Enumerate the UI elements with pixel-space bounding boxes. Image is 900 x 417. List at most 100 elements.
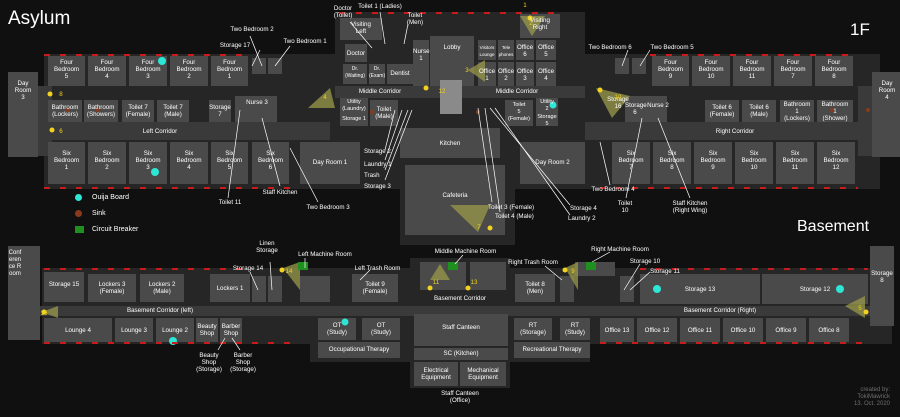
left-corridor-floor (38, 122, 330, 140)
label-office-13: Office 13 (604, 327, 630, 334)
label-lounge-4: Lounge 4 (65, 327, 91, 334)
label-toilet-male: Toilet (Male) (375, 106, 393, 120)
callout-two-bedroom-3: Two Bedroom 3 (306, 204, 350, 211)
label-four-bedroom-4: Four Bedroom 4 (94, 59, 120, 80)
callout-lines-basement (217, 251, 651, 351)
label-lockers-2: Lockers 2 (Male) (148, 281, 176, 295)
label-storage-6: Storage 6 (625, 102, 647, 116)
marker-4: 4 (323, 94, 327, 101)
label-basement-corridor: Basement Corridor (434, 295, 486, 302)
label-four-bedroom-2: Four Bedroom 2 (176, 59, 202, 80)
marker-15: 15 (40, 310, 48, 317)
label-left-corridor: Left Corridor (142, 128, 178, 135)
marker-12: 12 (438, 88, 446, 95)
callout-storage-16: Storage 16 (607, 96, 629, 110)
label-cafeteria: Cafeteria (442, 192, 468, 199)
label-day-room-1: Day Room 1 (312, 159, 348, 166)
ouija-board-icons (151, 57, 844, 345)
label-six-bedroom-7: Six Bedroom 7 (618, 150, 644, 171)
label-day-room-4: Day Room 4 (878, 80, 896, 101)
callout-two-bedroom-5: Two Bedroom 5 (650, 44, 694, 51)
callout-toilet-3-female: Toilet 3 (Female) (488, 204, 535, 211)
label-four-bedroom-5: Four Bedroom 5 (53, 59, 80, 80)
floor-label-1f: 1F (850, 20, 870, 39)
label-toilet-6-male: Toilet 6 (Male) (749, 104, 769, 118)
label-office-9: Office 9 (775, 327, 797, 334)
floor-label-basement: Basement (797, 218, 870, 235)
callout-storage-4: Storage 4 (570, 205, 597, 212)
label-lockers-1: Lockers 1 (216, 285, 244, 292)
legend-ouija: Ouija Board (92, 194, 129, 201)
label-bathroom-1-lockers: Bathroom 1 (Lockers) (783, 101, 811, 122)
label-toilet-5-female: Toilet 5 (Female) (507, 102, 530, 122)
label-occupational-therapy: Occupational Therapy (328, 346, 390, 353)
callout-barber-shop-storage: Barber Shop (Storage) (230, 352, 256, 373)
label-storage-5: Storage 5 (537, 114, 557, 127)
room-storage-8 (870, 246, 894, 326)
callout-laundry-2: Laundry 2 (568, 215, 596, 222)
label-lounge-3: Lounge 3 (121, 327, 147, 334)
label-six-bedroom-5: Six Bedroom 5 (216, 150, 243, 171)
marker-1: 1 (523, 2, 527, 9)
label-conference-room: Conference Room (8, 250, 22, 277)
label-nurse-2: Nurse 2 (647, 102, 669, 109)
marker-3: 3 (465, 67, 469, 74)
marker-10: 10 (614, 94, 622, 101)
label-four-bedroom-1: Four Bedroom 1 (216, 59, 243, 80)
callout-toilet-11: Toilet 11 (218, 199, 242, 206)
room-day-room-3 (8, 72, 38, 157)
label-six-bedroom-12: Six Bedroom 12 (823, 150, 849, 171)
label-storage-1: Storage 1 (342, 116, 366, 122)
callout-left-trash-room: Left Trash Room (354, 265, 401, 272)
credit-line-3: 13. Oct. 2020 (853, 401, 890, 407)
label-ot-study-2: OT (Study) (371, 322, 391, 336)
sink-legend-icon (75, 210, 82, 217)
label-dr-exam: Dr. (Exam) (369, 66, 386, 79)
label-barber-shop: Barber Shop (221, 323, 241, 337)
marker-2: 2 (529, 20, 533, 27)
label-day-room-2: Day Room 2 (535, 159, 570, 166)
circuit-breaker-icons (298, 262, 596, 270)
marker-6: 6 (59, 128, 63, 135)
camera-cones-basement (42, 262, 865, 318)
outer-wall-doors (44, 12, 868, 344)
label-day-room-3: Day Room 3 (14, 80, 32, 101)
label-bathroom-showers: Bathroom (Showers) (86, 104, 116, 118)
callout-toilet-men: Toilet (Men) (406, 12, 424, 26)
label-toilet-7-male: Toilet 7 (Male) (163, 104, 183, 118)
credit-block: created by: TokiMawrick 13. Oct. 2020 (854, 387, 890, 408)
label-six-bedroom-8: Six Bedroom 8 (659, 150, 685, 171)
callout-right-trash-room: Right Trash Room (508, 259, 558, 266)
callout-storage-3: Storage 3 (364, 183, 391, 190)
callout-staff-kitchen-right: Staff Kitchen (Right Wing) (672, 200, 708, 214)
label-sc-kitchen: SC (Kitchen) (443, 350, 479, 357)
label-right-corridor: Right Corridor (715, 128, 755, 135)
label-visitors-lounge: Visitors Lounge (479, 45, 495, 57)
label-six-bedroom-11: Six Bedroom 11 (782, 150, 808, 171)
callout-laundry-1: Laundry 1 (364, 161, 392, 168)
label-six-bedroom-3: Six Bedroom 3 (135, 150, 161, 171)
label-six-bedroom-4: Six Bedroom 4 (176, 150, 202, 171)
label-utility-laundry: Utility (Laundry) (342, 99, 366, 112)
number-markers (41, 15, 869, 315)
map-title: Asylum (8, 8, 71, 29)
label-four-bedroom-3: Four Bedroom 3 (135, 59, 161, 80)
label-recreational-therapy: Recreational Therapy (522, 346, 582, 353)
credit-line-1: created by: (860, 387, 890, 393)
label-four-bedroom-8: Four Bedroom 8 (821, 59, 847, 80)
callout-lines-1f (227, 11, 691, 216)
label-dentist: Dentist (390, 70, 410, 77)
callout-storage-2: Storage 2 (364, 148, 391, 155)
label-nurse-3: Nurse 3 (246, 99, 268, 106)
label-storage-7: Storage 7 (209, 104, 231, 118)
callout-beauty-shop-storage: Beauty Shop (Storage) (196, 352, 222, 373)
label-dr-waiting: Dr. (Waiting) (345, 66, 365, 79)
label-office-2: Office 2 (498, 68, 515, 82)
room-conference (8, 246, 40, 340)
lobby-desk (440, 80, 462, 114)
label-kitchen: Kitchen (439, 140, 461, 147)
label-ot-study-1: OT (Study) (327, 322, 347, 336)
callout-toilet-10: Toilet 10 (617, 200, 633, 214)
